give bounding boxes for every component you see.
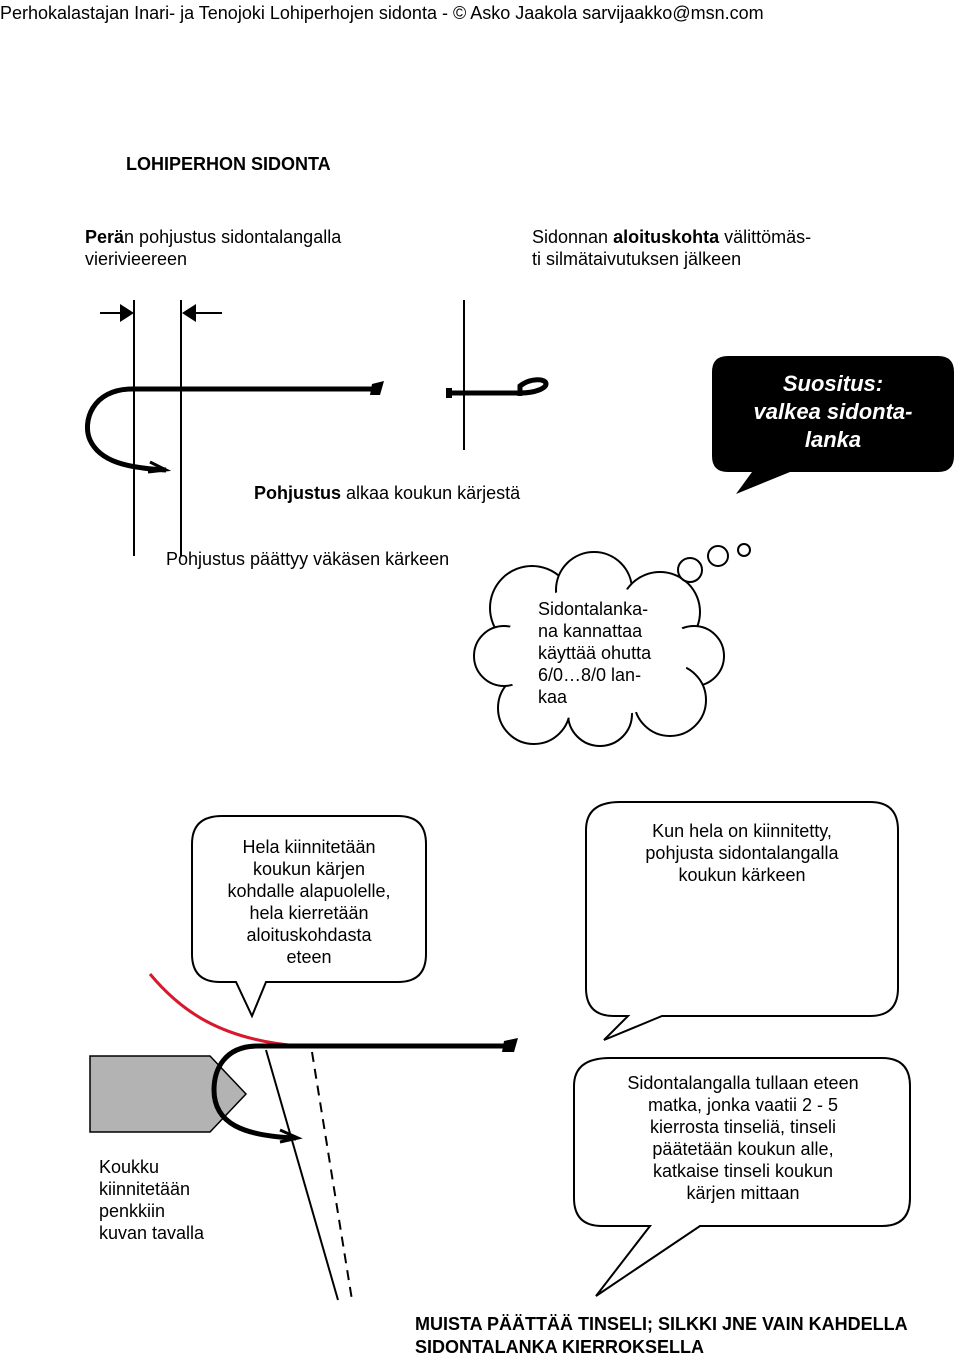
hela-line-4: hela kierretään: [249, 903, 369, 923]
footer-note: MUISTA PÄÄTTÄÄ TINSELI; SILKKI JNE VAIN …: [415, 1313, 908, 1359]
suositus-callout-shape: [712, 356, 954, 494]
aloitus-line2: ti silmätaivutuksen jälkeen: [532, 249, 742, 269]
sidontalangalla-line-5: katkaise tinseli koukun: [652, 1161, 834, 1181]
aloitus-pre: Sidonnan: [532, 227, 614, 247]
aloitus-bold: aloituskohta: [613, 227, 720, 247]
pohjustus-paattyy-label: Pohjustus päättyy väkäsen kärkeen: [166, 549, 450, 569]
hela-line-3: kohdalle alapuolelle,: [227, 881, 391, 901]
suositus-line-2: valkea sidonta-: [753, 399, 913, 424]
pohjustus-alkaa-bold: Pohjustus: [254, 483, 342, 503]
thought-line-5: kaa: [538, 687, 568, 707]
sidontalangalla-bubble-text: Sidontalangalla tullaan eteen matka, jon…: [578, 1072, 908, 1204]
sidontalangalla-line-3: kierrosta tinseliä, tinseli: [649, 1117, 837, 1137]
sidontalangalla-line-2: matka, jonka vaatii 2 - 5: [647, 1095, 839, 1115]
suositus-callout-text: Suositus: valkea sidonta- lanka: [720, 370, 946, 454]
kun-hela-line-1: Kun hela on kiinnitetty,: [652, 821, 832, 841]
peran-line2: vierivieereen: [85, 249, 188, 269]
aloituskohta-label: Sidonnan aloituskohta välittömäs- ti sil…: [532, 226, 811, 270]
page-title: LOHIPERHON SIDONTA: [126, 154, 331, 174]
vise-jaw: [89, 1055, 248, 1133]
koukku-line-4: kuvan tavalla: [99, 1223, 205, 1243]
hela-bubble-text: Hela kiinnitetään koukun kärjen kohdalle…: [196, 836, 422, 968]
sidontalangalla-line-6: kärjen mittaan: [686, 1183, 800, 1203]
footer-line-1: MUISTA PÄÄTTÄÄ TINSELI; SILKKI JNE VAIN …: [415, 1314, 908, 1334]
thought-line-3: käyttää ohutta: [538, 643, 652, 663]
kun-hela-bubble-text: Kun hela on kiinnitetty, pohjusta sidont…: [592, 820, 892, 886]
thought-line-1: Sidontalanka-: [538, 599, 649, 619]
peran-rest: n pohjustus sidontalangalla: [124, 227, 342, 247]
sidontalangalla-line-4: päätetään koukun alle,: [652, 1139, 834, 1159]
koukku-line-1: Koukku: [99, 1157, 160, 1177]
hela-bubble-shape: [191, 815, 427, 1019]
koukku-line-3: penkkiin: [99, 1201, 166, 1221]
pohjustus-alkaa-label: Pohjustus alkaa koukun kärjestä: [254, 482, 520, 504]
sidontalangalla-bubble-shape: [573, 1057, 911, 1297]
suositus-line-3: lanka: [804, 427, 862, 452]
hela-line-1: Hela kiinnitetään: [242, 837, 376, 857]
thought-cloud-text: Sidontalanka- na kannattaa käyttää ohutt…: [538, 598, 688, 708]
hela-line-6: eteen: [286, 947, 332, 967]
suositus-line-1: Suositus:: [782, 371, 884, 396]
koukku-label: Koukku kiinnitetään penkkiin kuvan taval…: [99, 1156, 204, 1244]
sidontalangalla-line-1: Sidontalangalla tullaan eteen: [627, 1073, 859, 1093]
hook-diagram-top: [84, 300, 549, 474]
kun-hela-bubble-shape: [585, 801, 899, 1041]
hela-line-2: koukun kärjen: [252, 859, 366, 879]
hela-line-5: aloituskohdasta: [246, 925, 372, 945]
koukku-line-2: kiinnitetään: [99, 1179, 191, 1199]
kun-hela-line-2: pohjusta sidontalangalla: [645, 843, 839, 863]
page-header: Perhokalastajan Inari- ja Tenojoki Lohip…: [0, 3, 764, 23]
footer-line-2: SIDONTALANKA KIERROKSELLA: [415, 1337, 704, 1357]
thought-line-2: na kannattaa: [538, 621, 643, 641]
measure-marker: [100, 300, 222, 556]
thought-cloud-fill: [505, 584, 690, 719]
peran-pohjustus-label: Perän pohjustus sidontalangalla vierivie…: [85, 226, 341, 270]
pohjustus-alkaa-rest: alkaa koukun kärjestä: [341, 483, 521, 503]
kun-hela-line-3: koukun kärkeen: [678, 865, 806, 885]
hook-diagram-bottom: [148, 973, 518, 1301]
aloitus-post: välittömäs-: [719, 227, 812, 247]
peran-bold: Perä: [85, 227, 125, 247]
thought-line-4: 6/0…8/0 lan-: [538, 665, 642, 685]
